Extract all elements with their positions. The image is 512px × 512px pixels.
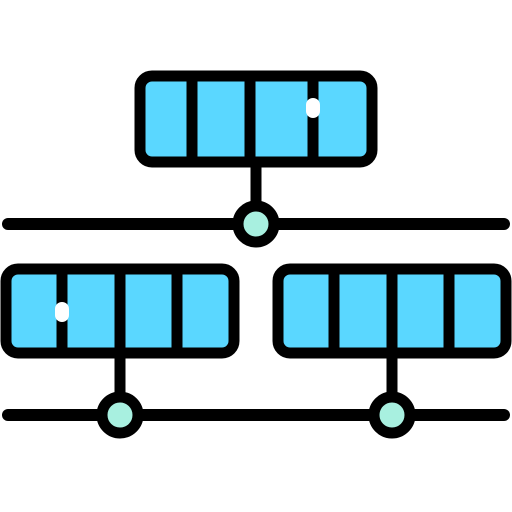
top-server-slot-notch (306, 98, 320, 118)
top-server-body (134, 70, 378, 168)
left-server-slot-notch (55, 302, 69, 322)
left-server-unit (0, 263, 240, 359)
bottom-bus-node-right (368, 391, 416, 439)
bottom-bus-node-left (96, 391, 144, 439)
top-bus-node (232, 200, 280, 248)
right-server-unit (272, 263, 512, 359)
top-server-unit (134, 70, 378, 168)
